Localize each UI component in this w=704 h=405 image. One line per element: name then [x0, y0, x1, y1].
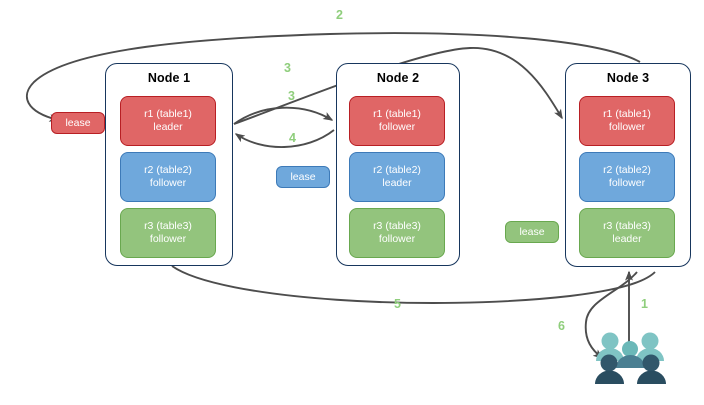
node-title-2: Node 2 [376, 71, 420, 85]
replica-name: r2 (table2) [603, 163, 651, 176]
lease-badge-r3[interactable]: lease [505, 221, 559, 243]
replica-role: leader [612, 233, 642, 245]
edge-step-3-long [233, 47, 563, 125]
replica-name: r2 (table2) [373, 163, 421, 176]
replica-node3-r2[interactable]: r2 (table2) follower [579, 152, 675, 202]
edge-label-5: 5 [394, 297, 401, 311]
replica-name: r1 (table1) [603, 107, 651, 120]
replica-node2-r1[interactable]: r1 (table1) follower [349, 96, 445, 146]
replica-node2-r3[interactable]: r3 (table3) follower [349, 208, 445, 258]
node-title-3: Node 3 [606, 71, 650, 85]
replica-node2-r2[interactable]: r2 (table2) leader [349, 152, 445, 202]
replica-role: follower [149, 177, 187, 189]
replica-role: leader [153, 121, 183, 133]
replica-name: r3 (table3) [373, 219, 421, 232]
node-container-3[interactable]: Node 3 r1 (table1) follower r2 (table2) … [565, 63, 691, 267]
edge-label-3b: 3 [288, 89, 295, 103]
replica-name: r1 (table1) [144, 107, 192, 120]
edge-step-3-short [233, 106, 334, 125]
lease-badge-r2[interactable]: lease [276, 166, 330, 188]
edge-label-2: 2 [336, 8, 343, 22]
replica-role: follower [608, 121, 646, 133]
replica-name: r3 (table3) [144, 219, 192, 232]
lease-badge-r1[interactable]: lease [51, 112, 105, 134]
edge-step-4 [234, 129, 335, 148]
users-group-icon [592, 330, 668, 386]
edge-step-5 [171, 265, 656, 304]
replica-role: follower [608, 177, 646, 189]
node-container-2[interactable]: Node 2 r1 (table1) follower r2 (table2) … [336, 63, 460, 266]
replica-name: r2 (table2) [144, 163, 192, 176]
edge-label-3a: 3 [284, 61, 291, 75]
edge-label-4: 4 [289, 131, 296, 145]
replica-node1-r1[interactable]: r1 (table1) leader [120, 96, 216, 146]
replica-node1-r3[interactable]: r3 (table3) follower [120, 208, 216, 258]
edge-label-1: 1 [641, 297, 648, 311]
replica-node1-r2[interactable]: r2 (table2) follower [120, 152, 216, 202]
node-container-1[interactable]: Node 1 r1 (table1) leader r2 (table2) fo… [105, 63, 233, 266]
replica-name: r3 (table3) [603, 219, 651, 232]
replica-role: follower [378, 121, 416, 133]
replica-role: follower [149, 233, 187, 245]
replica-node3-r3[interactable]: r3 (table3) leader [579, 208, 675, 258]
edge-label-6: 6 [558, 319, 565, 333]
node-title-1: Node 1 [147, 71, 191, 85]
replica-node3-r1[interactable]: r1 (table1) follower [579, 96, 675, 146]
replica-role: follower [378, 233, 416, 245]
edge-step-6 [584, 271, 638, 359]
replica-name: r1 (table1) [373, 107, 421, 120]
edge-step-2 [25, 32, 641, 122]
replica-role: leader [382, 177, 412, 189]
